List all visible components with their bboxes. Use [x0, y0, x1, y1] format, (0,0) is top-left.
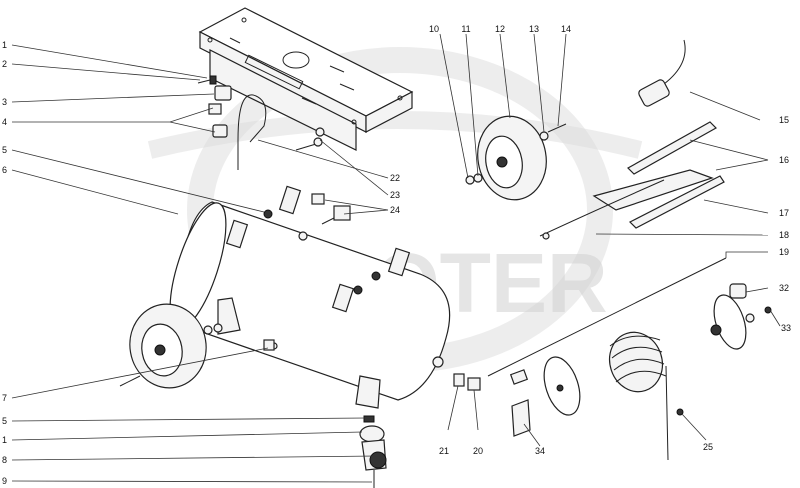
- callout-labels-left: 1 2 3 4 5 6 7 5 1 8 9: [2, 40, 7, 486]
- callout-2: 2: [2, 59, 7, 69]
- left-wheel: [119, 303, 275, 389]
- callout-3: 3: [2, 97, 7, 107]
- callout-20: 20: [473, 446, 483, 456]
- callout-14: 14: [561, 24, 571, 34]
- carry-handle: [237, 94, 267, 170]
- callout-32: 32: [779, 283, 789, 293]
- callout-5-lower: 5: [2, 416, 7, 426]
- callout-34: 34: [535, 446, 545, 456]
- motor-mounting-bracket: [198, 7, 414, 151]
- callout-25: 25: [703, 442, 713, 452]
- callout-16: 16: [779, 155, 789, 165]
- callout-6: 6: [2, 165, 7, 175]
- callout-17: 17: [779, 208, 789, 218]
- callout-13: 13: [529, 24, 539, 34]
- bracket-hardware: [197, 75, 325, 151]
- callout-12: 12: [495, 24, 505, 34]
- foot-caster: [359, 415, 387, 488]
- callout-8: 8: [2, 455, 7, 465]
- callout-23: 23: [390, 190, 400, 200]
- callout-7: 7: [2, 393, 7, 403]
- fittings: [311, 193, 351, 225]
- callout-10: 10: [429, 24, 439, 34]
- callout-9: 9: [2, 476, 7, 486]
- callout-11: 11: [461, 24, 470, 34]
- callout-labels-bottom: 21 20 34 25: [439, 442, 713, 456]
- air-tank: [169, 185, 451, 409]
- callout-labels-top: 10 11 12 13 14: [429, 24, 571, 34]
- callout-18: 18: [779, 230, 789, 240]
- callout-22: 22: [390, 173, 400, 183]
- callout-labels-center: 22 23 24: [390, 173, 400, 215]
- callout-labels-right: 15 16 17 18 19 32 33: [779, 115, 791, 333]
- callout-19: 19: [779, 247, 789, 257]
- callout-1-lower: 1: [2, 435, 7, 445]
- callout-24: 24: [390, 205, 400, 215]
- callout-33: 33: [781, 323, 791, 333]
- right-wheel: [465, 115, 567, 201]
- callout-5: 5: [2, 145, 7, 155]
- hose-reel-assembly: [453, 257, 772, 461]
- callout-21: 21: [439, 446, 449, 456]
- callout-15: 15: [779, 115, 789, 125]
- tow-handle-assembly: [539, 121, 725, 240]
- callout-1: 1: [2, 40, 7, 50]
- power-cable: [638, 39, 686, 107]
- leader-lines: [11, 33, 781, 483]
- callout-4: 4: [2, 117, 7, 127]
